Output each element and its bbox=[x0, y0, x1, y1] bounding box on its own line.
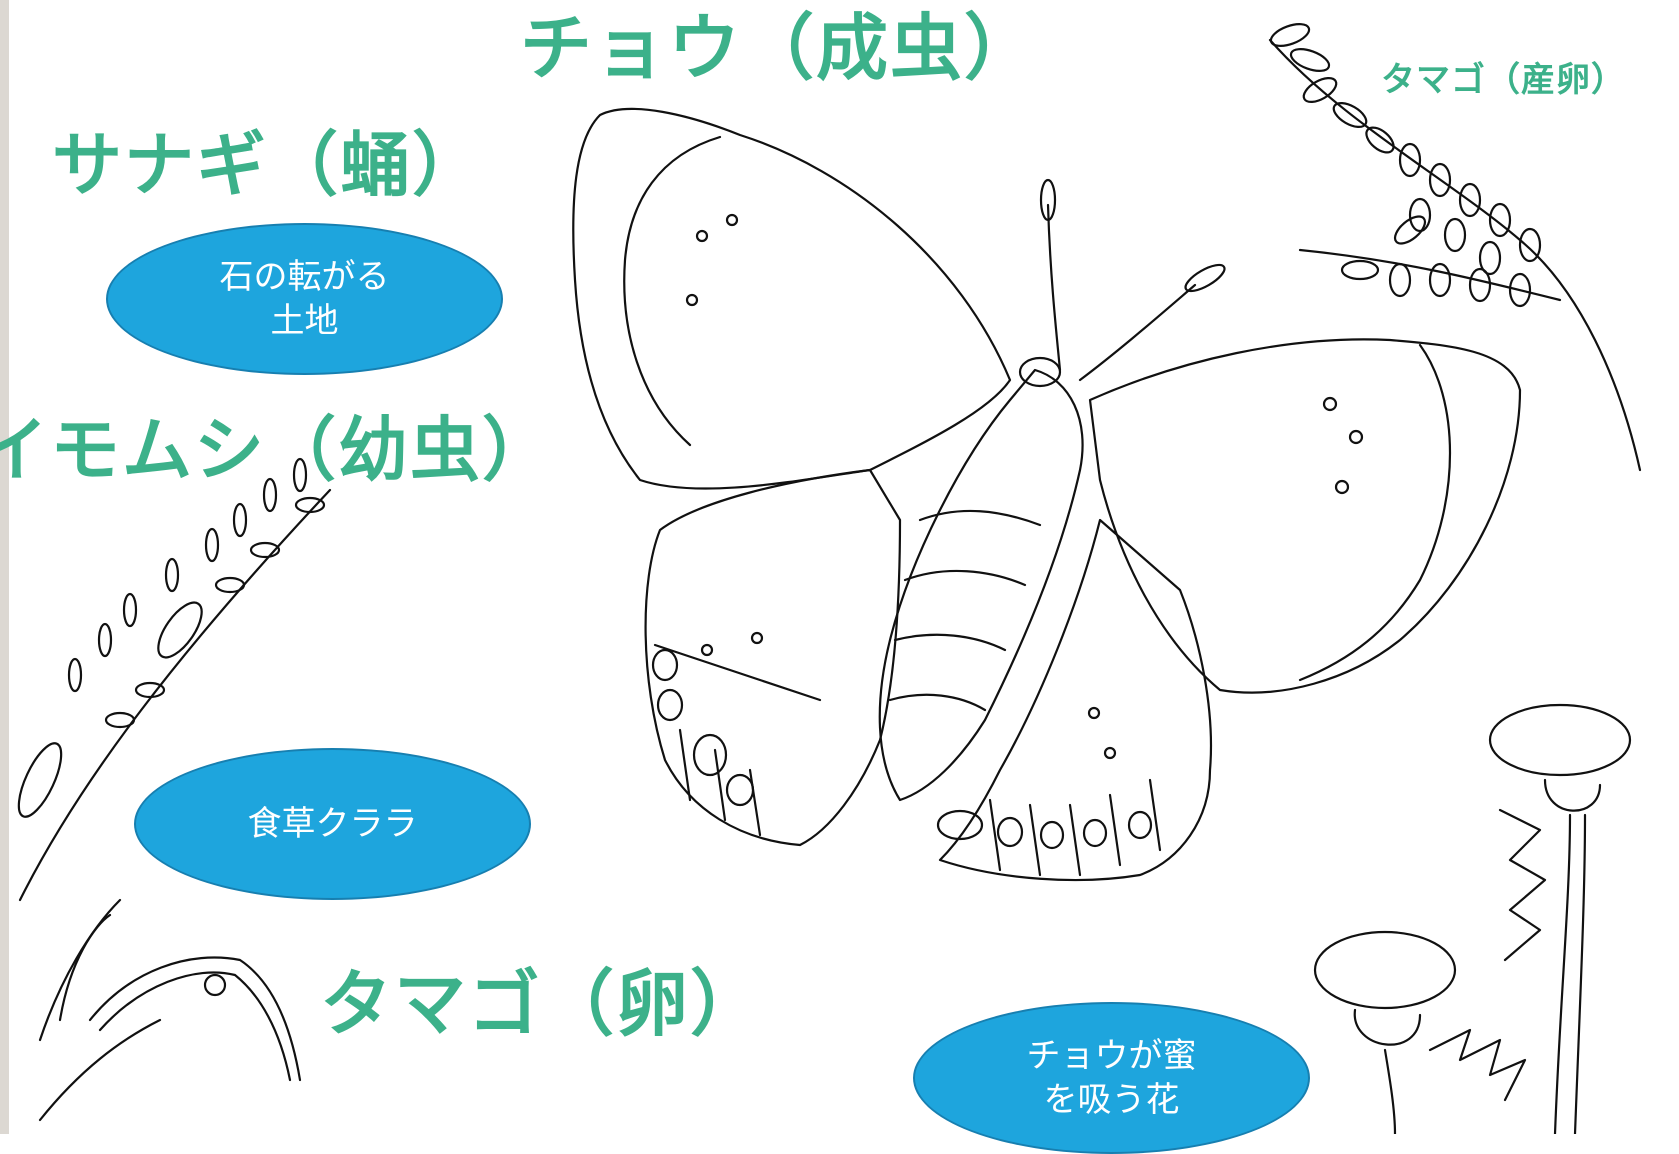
bubble-food-plant-text: 食草クララ bbox=[247, 804, 418, 844]
heading-egg-laying: タマゴ（産卵） bbox=[1381, 60, 1626, 100]
heading-adult: チョウ（成虫） bbox=[520, 6, 1039, 90]
butterfly-body bbox=[878, 368, 1084, 802]
butterfly-drawing bbox=[572, 107, 1522, 882]
heading-egg: タマゴ（卵） bbox=[320, 962, 765, 1046]
heading-pupa: サナギ（蛹） bbox=[52, 124, 484, 206]
egg-plant-drawing bbox=[38, 898, 302, 1122]
heading-larva: イモムシ（幼虫） bbox=[0, 409, 554, 491]
nectar-flower-drawing bbox=[1313, 703, 1632, 1134]
bubble-nectar-flower: チョウが蜜 を吸う花 bbox=[913, 1002, 1310, 1154]
butterfly-upper-left-wing bbox=[572, 107, 1012, 490]
bubble-pupa-place-text: 石の転がる 土地 bbox=[219, 257, 390, 341]
butterfly-upper-right-wing bbox=[1088, 338, 1522, 694]
bubble-nectar-flower-text: チョウが蜜 を吸う花 bbox=[1026, 1036, 1197, 1120]
bubble-food-plant: 食草クララ bbox=[134, 748, 531, 900]
egg-laying-plant-drawing bbox=[1268, 23, 1642, 472]
bubble-pupa-place: 石の転がる 土地 bbox=[106, 223, 503, 375]
food-plant-larva-drawing bbox=[17, 457, 332, 902]
butterfly-lower-left-wing bbox=[644, 468, 902, 847]
page-edge bbox=[0, 0, 9, 1134]
butterfly-lower-right-wing bbox=[938, 518, 1213, 882]
